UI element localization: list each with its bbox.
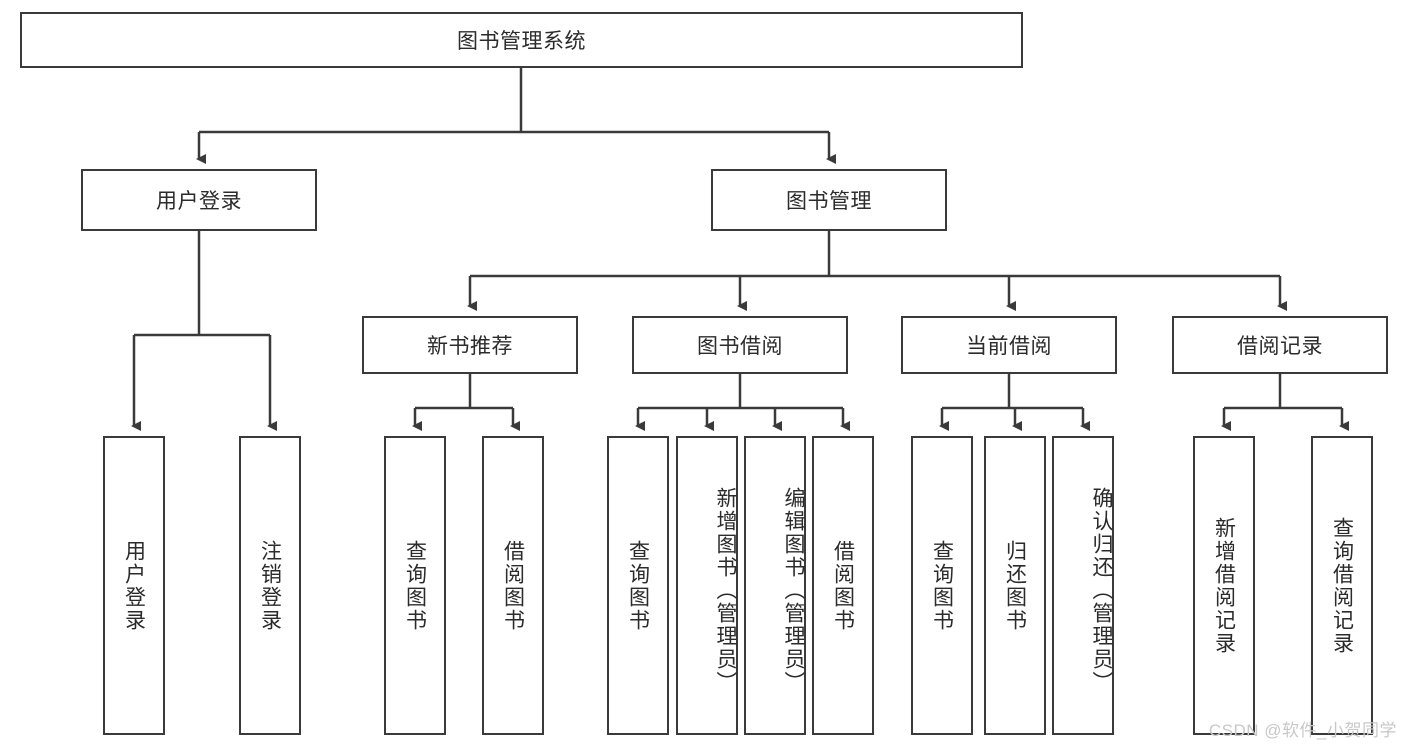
node-current-borrow[interactable]: 当前借阅 [901, 316, 1117, 374]
leaf-query-borrow-record-label: 查询借阅记录 [1330, 516, 1354, 655]
node-current-borrow-label: 当前借阅 [966, 335, 1052, 358]
node-borrow-record[interactable]: 借阅记录 [1172, 316, 1388, 374]
leaf-user-login-label: 用户登录 [122, 539, 146, 632]
node-user-login[interactable]: 用户登录 [81, 169, 317, 231]
leaf-confirm-return-admin[interactable]: 确认归还（管理员） [1052, 436, 1114, 735]
leaf-borrow-book[interactable]: 借阅图书 [812, 436, 874, 735]
leaf-query-borrow-record[interactable]: 查询借阅记录 [1311, 436, 1373, 735]
leaf-return-book-label: 归还图书 [1003, 539, 1027, 632]
node-book-borrow[interactable]: 图书借阅 [632, 316, 848, 374]
node-user-login-label: 用户登录 [156, 190, 242, 213]
node-new-book-recommend-label: 新书推荐 [427, 335, 513, 358]
node-new-book-recommend[interactable]: 新书推荐 [362, 316, 578, 374]
node-borrow-record-label: 借阅记录 [1237, 335, 1323, 358]
leaf-query-book-current-label: 查询图书 [930, 539, 954, 632]
leaf-add-book-admin[interactable]: 新增图书（管理员） [676, 436, 738, 735]
node-book-manage[interactable]: 图书管理 [711, 169, 947, 231]
leaf-query-book-label: 查询图书 [626, 539, 650, 632]
node-book-manage-label: 图书管理 [786, 190, 872, 213]
leaf-add-borrow-record[interactable]: 新增借阅记录 [1193, 436, 1255, 735]
leaf-query-book[interactable]: 查询图书 [607, 436, 669, 735]
leaf-query-book-recommend[interactable]: 查询图书 [384, 436, 446, 735]
leaf-borrow-book-recommend-label: 借阅图书 [501, 539, 525, 632]
leaf-logout-login-label: 注销登录 [258, 539, 282, 632]
leaf-edit-book-admin-label: 编辑图书（管理员） [782, 487, 805, 694]
node-root[interactable]: 图书管理系统 [20, 12, 1023, 68]
leaf-user-login[interactable]: 用户登录 [103, 436, 165, 735]
watermark: CSDN @软件_小贺同学 [1208, 721, 1397, 740]
leaf-return-book[interactable]: 归还图书 [984, 436, 1046, 735]
leaf-logout-login[interactable]: 注销登录 [239, 436, 301, 735]
leaf-borrow-book-label: 借阅图书 [831, 539, 855, 632]
node-book-borrow-label: 图书借阅 [697, 335, 783, 358]
leaf-confirm-return-admin-label: 确认归还（管理员） [1090, 487, 1113, 694]
leaf-add-book-admin-label: 新增图书（管理员） [714, 487, 737, 694]
leaf-edit-book-admin[interactable]: 编辑图书（管理员） [744, 436, 806, 735]
leaf-query-book-current[interactable]: 查询图书 [911, 436, 973, 735]
leaf-add-borrow-record-label: 新增借阅记录 [1212, 516, 1236, 655]
leaf-borrow-book-recommend[interactable]: 借阅图书 [482, 436, 544, 735]
leaf-query-book-recommend-label: 查询图书 [403, 539, 427, 632]
node-root-label: 图书管理系统 [457, 30, 586, 53]
